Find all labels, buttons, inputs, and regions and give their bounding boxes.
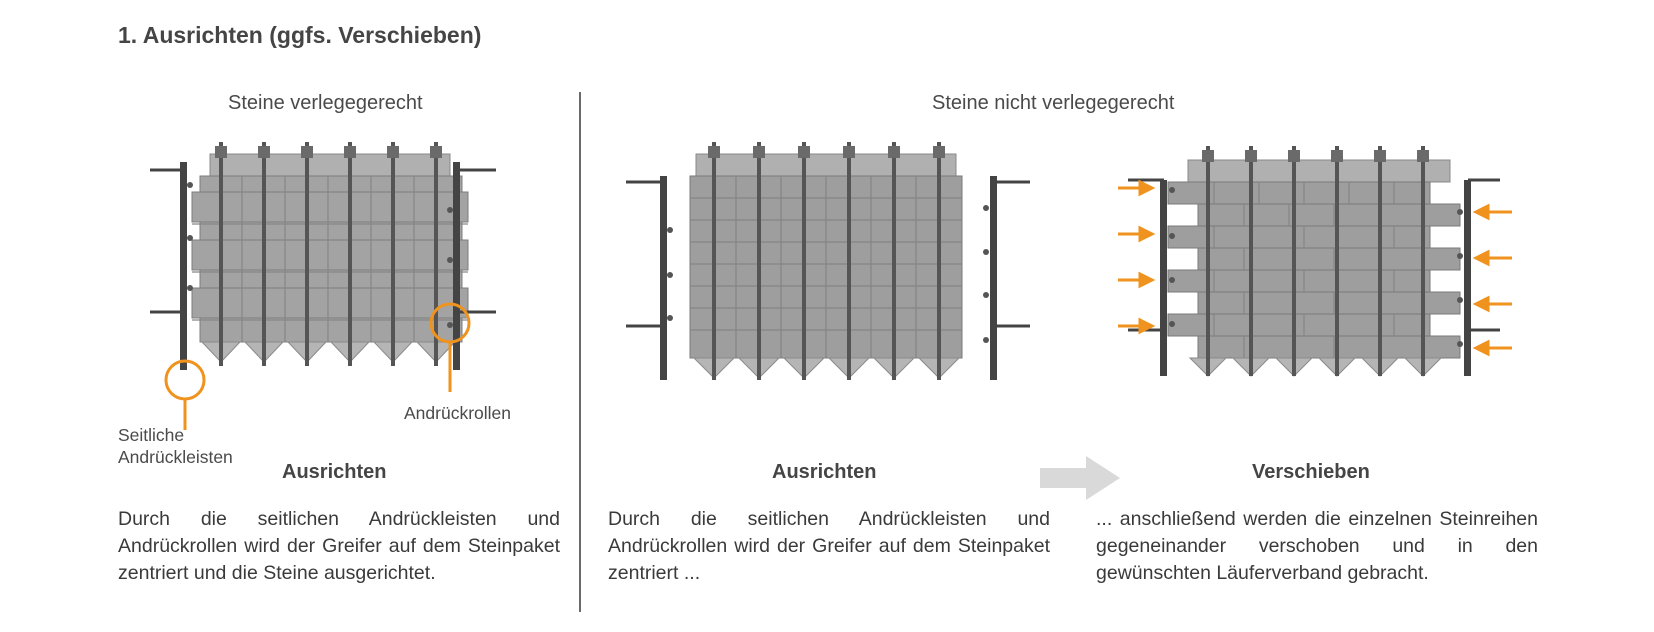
caption-step2: Verschieben <box>1252 461 1370 483</box>
gripper-right-diagram <box>1118 146 1512 377</box>
orange-arrow-icon <box>1118 179 1156 335</box>
caption-step1: Ausrichten <box>772 461 877 483</box>
caption-left: Ausrichten <box>282 461 387 483</box>
page-title: 1. Ausrichten (ggfs. Verschieben) <box>118 22 482 48</box>
subtitle-left: Steine verlegegerecht <box>228 92 423 114</box>
panel-divider <box>579 92 581 612</box>
text-left: Durch die seitlichen Andrückleisten und … <box>118 508 560 584</box>
text-step1: Durch die seitlichen Andrückleisten und … <box>608 508 1050 584</box>
gray-right-arrow-icon <box>1040 456 1120 500</box>
label-side-bars: Seitliche Andrückleisten <box>118 425 233 467</box>
label-rollers: Andrückrollen <box>404 403 511 423</box>
gripper-left-diagram <box>150 142 496 430</box>
gripper-middle-diagram <box>626 142 1030 380</box>
text-step2: ... anschließend werden die einzelnen St… <box>1096 508 1538 584</box>
subtitle-right: Steine nicht verlegegerecht <box>932 92 1175 114</box>
